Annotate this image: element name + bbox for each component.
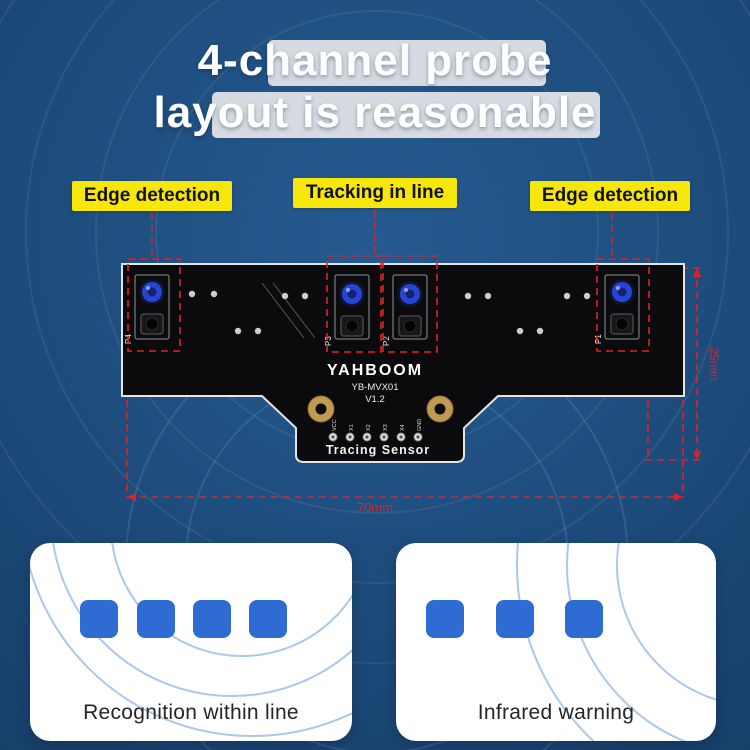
pin-labels: VCC X1 X2 X3 X4 GND — [332, 419, 423, 431]
board-version-text: V1.2 — [365, 394, 385, 405]
dimension-height-label: 25mm — [707, 347, 721, 380]
dimension-width-label: 70mm — [357, 500, 393, 515]
ir-square — [193, 600, 231, 638]
callout-edge-detection-left: Edge detection — [72, 181, 232, 211]
callout-connector-lines — [151, 210, 613, 258]
ir-square — [426, 600, 464, 638]
ir-sensor-p3: P3 — [324, 274, 370, 346]
title-highlight-bar-1 — [268, 40, 546, 86]
board-logo-text: YAHBOOM — [327, 362, 423, 379]
ir-sensor-p2: P2 — [382, 274, 428, 346]
title-highlight-bar-2 — [212, 92, 600, 138]
callout-tracking-in-line: Tracking in line — [293, 178, 457, 208]
probe-label-p3: P3 — [324, 336, 333, 346]
board-model-text: YB-MVX01 — [352, 382, 399, 393]
mounting-hole-right — [426, 395, 454, 423]
page-title-line-2: layout is reasonable — [153, 88, 597, 137]
callout-edge-detection-right: Edge detection — [530, 181, 690, 211]
pin-label-x3: X3 — [383, 424, 389, 431]
dimension-arrowheads — [127, 268, 701, 501]
ir-square — [137, 600, 175, 638]
pin-label-x4: X4 — [400, 424, 406, 431]
pin-pads — [328, 432, 423, 442]
ir-square — [565, 600, 603, 638]
mounting-hole-left — [307, 395, 335, 423]
board-name-text: Tracing Sensor — [326, 443, 430, 457]
pin-label-vcc: VCC — [332, 419, 338, 431]
pcb-solder-dots — [188, 290, 591, 335]
card-caption-infrared: Infrared warning — [477, 701, 635, 724]
ir-sensor-p1: P1 — [594, 274, 640, 344]
pin-label-x2: X2 — [366, 424, 372, 431]
ir-square — [496, 600, 534, 638]
card-infrared-warning: Infrared warning — [396, 543, 716, 741]
pcb-traces — [261, 282, 316, 339]
card-recognition-within-line: Recognition within line — [30, 543, 352, 741]
probe-label-p2: P2 — [382, 336, 391, 346]
ir-square — [80, 600, 118, 638]
pin-label-x1: X1 — [349, 424, 355, 431]
card-caption-recognition: Recognition within line — [83, 701, 299, 724]
probe-label-p1: P1 — [594, 334, 603, 344]
page-title-line-1: 4-channel probe — [197, 36, 553, 85]
sensor-highlight-boxes — [127, 255, 650, 353]
pin-label-gnd: GND — [417, 419, 423, 431]
ir-square — [249, 600, 287, 638]
pcb-outline — [121, 263, 685, 463]
